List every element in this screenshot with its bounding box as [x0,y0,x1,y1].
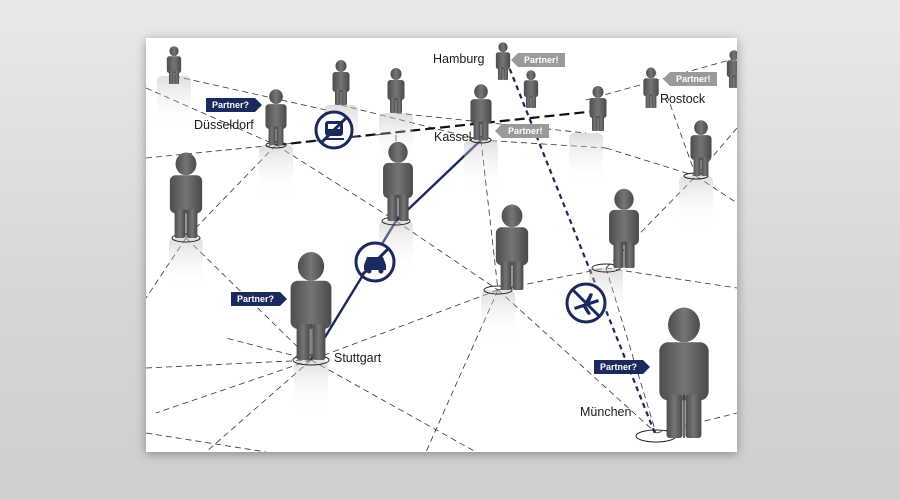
person-figure [495,41,511,81]
person-figure [169,152,203,239]
city-label-hamburg: Hamburg [433,52,485,66]
network-illustration: Hamburg Rostock Düsseldorf Kassel Stuttg… [146,38,737,452]
partner-tag-muenchen: Partner? [594,360,651,374]
partner-tag-kassel: Partner! [495,124,549,138]
person-figure [643,67,659,109]
no-plane-icon [565,282,607,324]
person-figure [658,306,710,439]
no-car-icon [354,241,396,283]
person-figure [166,45,182,85]
partner-tag-stuttgart: Partner? [231,292,288,306]
no-train-icon [314,110,354,150]
partner-tag-rostock: Partner! [663,72,717,86]
city-label-muenchen: München [580,405,632,419]
partner-tag-duesseldorf: Partner? [206,98,263,112]
person-figure [470,83,492,141]
person-figure [265,88,287,146]
train-route-line [275,108,607,147]
city-label-duesseldorf: Düsseldorf [194,118,254,132]
person-figure [690,119,712,177]
person-figure [589,85,607,132]
person-figure [290,251,332,361]
person-figure [387,67,405,114]
city-label-kassel: Kassel [434,130,472,144]
partner-tag-hamburg: Partner! [511,53,565,67]
person-figure [726,49,737,89]
person-figure [608,188,640,269]
person-figure [495,204,529,291]
city-label-stuttgart: Stuttgart [334,351,382,365]
person-figure [523,69,539,109]
person-figure [332,59,350,106]
city-label-rostock: Rostock [660,92,706,106]
